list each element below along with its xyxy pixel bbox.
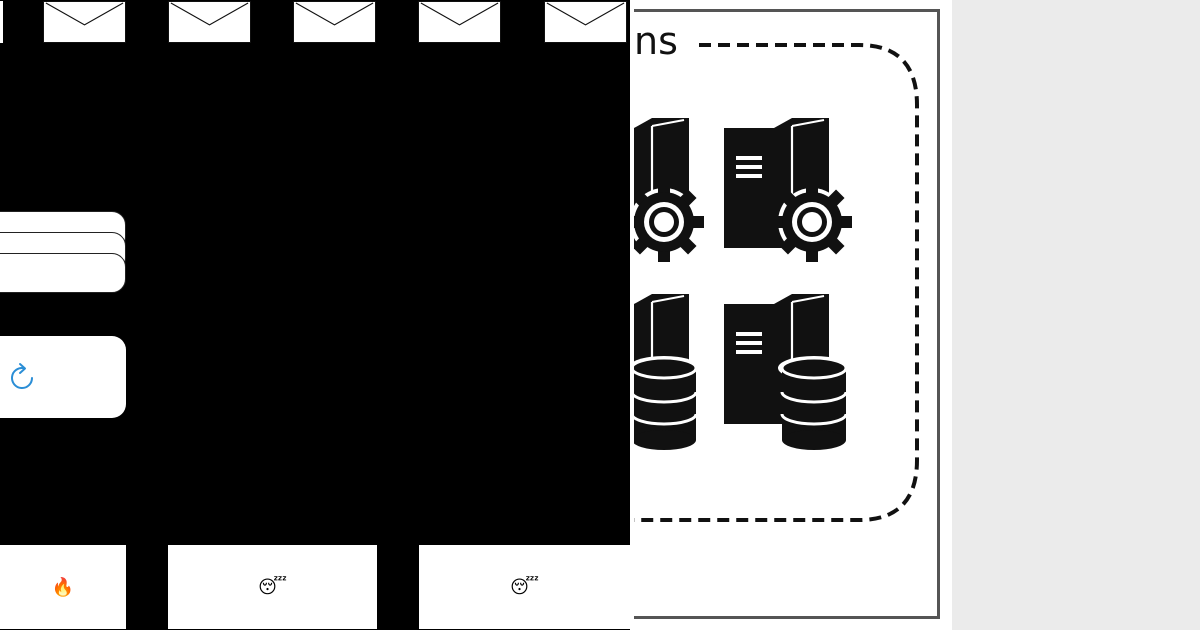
diagram-frame bbox=[634, 9, 940, 619]
envelope-icon bbox=[170, 2, 249, 26]
refresh-card[interactable] bbox=[0, 336, 126, 418]
group-label: ns bbox=[634, 19, 678, 63]
refresh-icon[interactable] bbox=[6, 362, 38, 394]
panel-divider bbox=[630, 0, 634, 630]
envelope-card-4[interactable] bbox=[418, 1, 501, 43]
reaction-box-2[interactable]: 😴 bbox=[168, 545, 377, 629]
sleeping-face-icon: 😴 bbox=[258, 576, 287, 598]
fire-icon: 🔥 bbox=[51, 576, 75, 598]
dark-canvas-panel: 🔥 😴 😴 bbox=[0, 0, 630, 630]
server-gear-icon bbox=[722, 116, 852, 262]
envelope-icon bbox=[420, 2, 499, 26]
stacked-card-front[interactable] bbox=[0, 253, 126, 293]
server-database-icon bbox=[722, 292, 852, 452]
envelope-card-3[interactable] bbox=[293, 1, 376, 43]
server-database-icon bbox=[634, 292, 702, 452]
envelope-card-1[interactable] bbox=[43, 1, 126, 43]
sleeping-face-icon: 😴 bbox=[510, 576, 539, 598]
envelope-icon bbox=[45, 2, 124, 26]
server-group-diagram bbox=[634, 43, 919, 522]
envelope-icon bbox=[546, 2, 625, 26]
envelope-icon bbox=[295, 2, 374, 26]
architecture-diagram-panel: ns bbox=[634, 0, 952, 630]
reaction-box-1[interactable]: 🔥 bbox=[0, 545, 126, 629]
envelope-card-5[interactable] bbox=[544, 1, 627, 43]
envelope-card-2[interactable] bbox=[168, 1, 251, 43]
server-gear-icon bbox=[634, 116, 704, 262]
empty-background-area bbox=[952, 0, 1200, 630]
envelope-stub bbox=[0, 1, 3, 43]
reaction-box-3[interactable]: 😴 bbox=[419, 545, 630, 629]
